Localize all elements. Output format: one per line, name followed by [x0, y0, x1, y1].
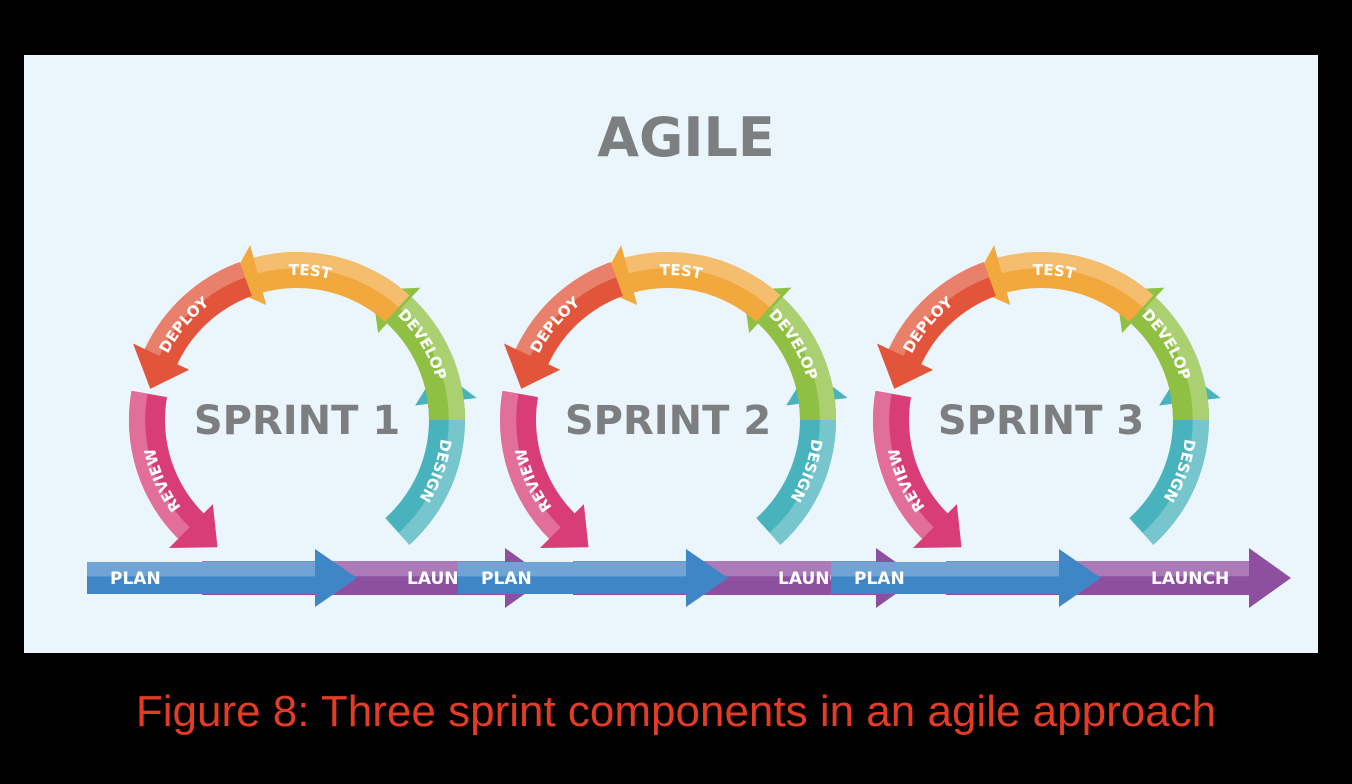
develop-arrow — [372, 287, 465, 420]
sprint-label: SPRINT 3 — [938, 398, 1144, 444]
test-arrow-highlight — [624, 251, 781, 308]
test-arrow-highlight — [997, 252, 1154, 308]
design-arrow-highlight — [769, 399, 836, 545]
plan-arrow-highlight — [458, 562, 686, 577]
review-arrow-highlight — [500, 390, 561, 539]
plan-arrow-highlight — [87, 562, 315, 577]
test-label: TEST — [1033, 261, 1078, 283]
deploy-arrow-highlight — [888, 262, 990, 356]
review-arrow — [500, 390, 589, 548]
review-arrow — [873, 390, 962, 548]
deploy-arrow — [503, 262, 623, 389]
review-arrow — [129, 390, 218, 548]
plan-arrow-highlight — [831, 562, 1059, 577]
sprint-label: SPRINT 1 — [194, 398, 400, 444]
test-label: TEST — [660, 261, 705, 283]
develop-arrow-highlight — [400, 297, 465, 420]
launch-label: LAUNCH — [1151, 569, 1229, 589]
sprint-label: SPRINT 2 — [565, 398, 771, 444]
design-arrow-highlight — [398, 399, 465, 545]
review-arrow-highlight — [873, 390, 934, 539]
deploy-arrow — [132, 262, 252, 389]
test-arrow-highlight — [253, 252, 410, 308]
figure-caption: Figure 8: Three sprint components in an … — [135, 687, 1217, 736]
develop-arrow — [743, 287, 836, 420]
deploy-arrow — [876, 262, 996, 389]
test-label: TEST — [289, 261, 334, 283]
plan-label: PLAN — [854, 569, 905, 589]
plan-label: PLAN — [110, 569, 161, 589]
deploy-arrow-highlight — [144, 262, 246, 356]
deploy-arrow-highlight — [515, 262, 617, 356]
develop-arrow-highlight — [771, 297, 836, 420]
diagram-panel — [24, 55, 1318, 653]
diagram-title: AGILE — [597, 106, 775, 169]
plan-label: PLAN — [481, 569, 532, 589]
develop-arrow-highlight — [1144, 297, 1209, 420]
design-arrow-highlight — [1142, 399, 1209, 545]
develop-arrow — [1116, 287, 1209, 420]
review-arrow-highlight — [129, 390, 190, 539]
